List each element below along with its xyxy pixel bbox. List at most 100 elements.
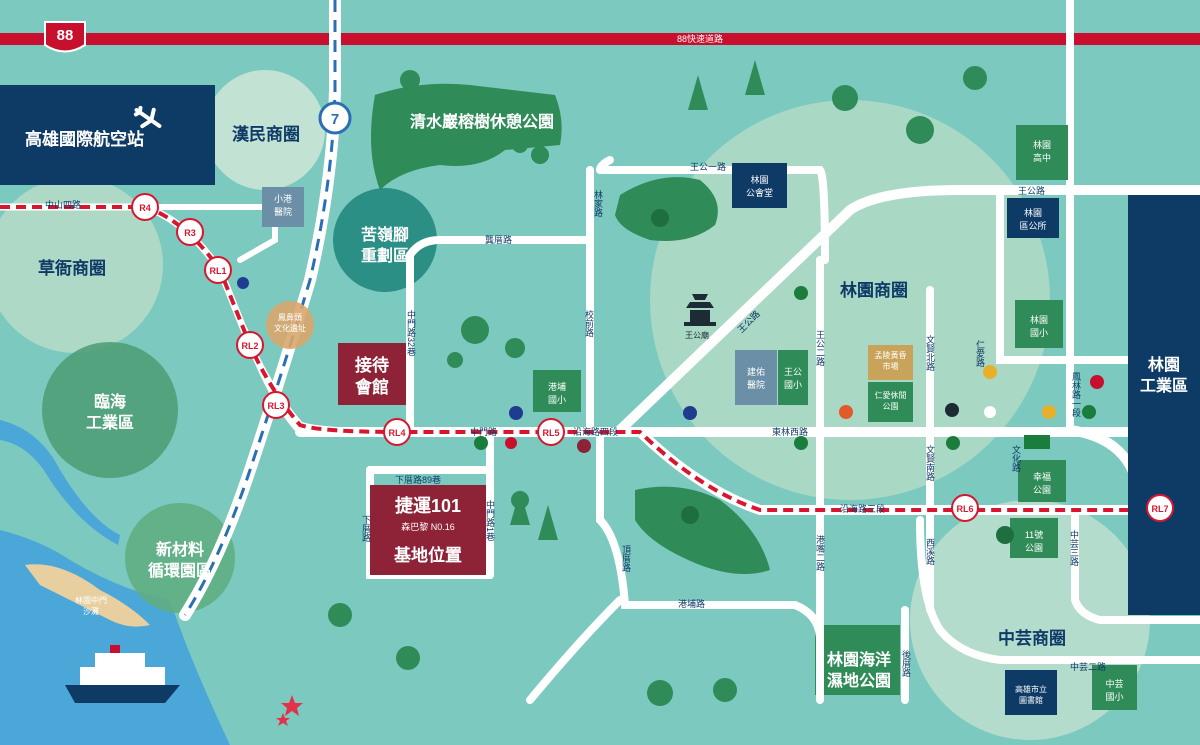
site-sub: 森巴黎 N0.16 [401,522,455,532]
qingshui-park [371,83,562,190]
bank-icon [839,405,853,419]
road-ganghan: 港嘴二路 [815,535,825,571]
seven-eleven-icon [474,436,488,450]
bank-icon [1090,375,1104,389]
svg-text:RL7: RL7 [1151,504,1168,514]
station-rl5: RL5 [537,418,565,446]
road-gongcuo: 龔厝路 [485,235,513,245]
zhongyun-label: 中芸商圈 [998,629,1066,648]
road-dingcuo: 頂厝路 [621,545,631,572]
wetland-park [815,625,900,695]
svg-text:RL2: RL2 [241,341,258,351]
airplane-icon [133,105,162,129]
industrial-block [1128,195,1200,615]
sales-center-block[interactable] [338,343,406,405]
linyuan-elem-block [1015,300,1063,348]
qingshui-label: 清水巖榕樹休憩公園 [410,114,555,131]
road-renai: 仁愛路 [975,340,985,367]
road-wenhua: 文化路 [1011,445,1021,472]
road-zhongshan4: 中山四路 [45,200,82,210]
store-icons [237,277,1104,453]
road-zhongyun2: 中芸二路 [1070,662,1107,672]
sales-center-label[interactable]: 接待 會館 [355,356,389,397]
xiaogang-hospital-label: 小港 醫院 [273,194,292,217]
road-wenxian-s: 文賢南路 [925,445,935,481]
park-south [635,486,770,574]
wanggong-elem-label: 王公 國小 [783,367,802,390]
site-label: 基地位置 [394,546,462,565]
linhai-label: 臨海 工業區 [85,394,134,432]
station-r3: R3 [176,218,204,246]
linyuan-office-block [1007,198,1059,238]
fengbitou-label: 鳳鼻頭 文化遺址 [274,313,306,333]
temple-icon [684,294,716,326]
gangpu-elem-block [533,370,581,412]
trees [328,60,1014,706]
station-rl2: RL2 [236,331,264,359]
xingfu-park-block [1018,460,1066,502]
market-label: 孟陵黃昏 市場 [874,351,907,371]
svg-text:RL6: RL6 [956,504,973,514]
road-zhongmen1: 中門路1巷 [485,500,495,542]
svg-text:RL1: RL1 [209,266,226,276]
fengbitou-circle [266,301,314,349]
library-label: 高雄市立 圖書館 [1015,685,1047,705]
linyuan-high-block [1016,125,1068,180]
linyuan-hall-label: 林園 公會堂 [745,175,773,198]
star-icons [276,695,303,726]
highway-88 [0,33,1200,45]
bank-icon [984,406,996,418]
zhongyun-circle [910,500,1150,740]
renai-park-label: 仁愛休閒 公園 [874,391,907,411]
road-houxian: 後厝路 [901,650,911,677]
station-rl1: RL1 [204,256,232,284]
gangpu-elem-label: 港埔 國小 [547,382,566,405]
station-r4: R4 [131,193,159,221]
linyuan-elem-label: 林園 國小 [1029,315,1048,338]
site-brand: 捷運101 [394,496,462,516]
road-gangpu: 港埔路 [678,599,706,609]
gas-station-icon [237,277,249,289]
road-zhongmen: 中門路 [470,427,498,437]
beach-label: 林園中門 沙灘 [75,596,107,616]
svg-text:R4: R4 [139,203,151,213]
linhai-circle [42,342,178,478]
svg-text:88: 88 [57,27,74,44]
post-office-icon [683,406,697,420]
wanggong-elem-block [778,350,808,405]
material-label: 新材料 循環園區 [147,542,212,580]
seven-eleven-icon [794,436,808,450]
renai-park-block [868,382,913,422]
road-wanggong-e: 王公路 [1018,186,1046,196]
caoya-label: 草衙商圈 [38,259,106,278]
road-zhongyun3: 中芸三路 [1069,530,1079,566]
ship-icon [65,645,180,703]
road-wenxian-n: 文賢北路 [925,335,935,371]
bank-icon [1082,405,1096,419]
svg-text:RL5: RL5 [542,428,559,438]
bank-icon [577,439,591,453]
jianyou-block [735,350,777,405]
xiaogang-hospital-block [262,187,304,227]
road-fenglin1: 鳳林路一段 [1071,372,1081,417]
airport-label: 高雄國際航空站 [25,130,144,149]
road-xiacuo89: 下厝路89巷 [395,475,442,485]
linyuan-label: 林園商圈 [840,281,908,300]
seven-eleven-icon [794,286,808,300]
kuling-label: 苦嶺腳 重劃區 [360,227,409,265]
highway-88-shield: 88 [44,21,86,53]
xingfu-park-label: 幸福 公園 [1032,472,1051,495]
linyuan-high-label: 林園 高中 [1032,140,1051,163]
bank-icon [945,403,959,417]
station-rl6: RL6 [951,494,979,522]
site-block[interactable] [370,485,486,575]
svg-text:R3: R3 [184,228,196,238]
zhongyun-elem-label: 中芸 國小 [1105,679,1124,702]
police-icon [509,406,523,420]
beach [25,564,150,627]
road-wanggong1: 王公一路 [690,162,727,172]
site-label-group[interactable]: 捷運101 森巴黎 N0.16 基地位置 [370,492,486,566]
road-wanggong2: 王公二路 [815,330,825,366]
